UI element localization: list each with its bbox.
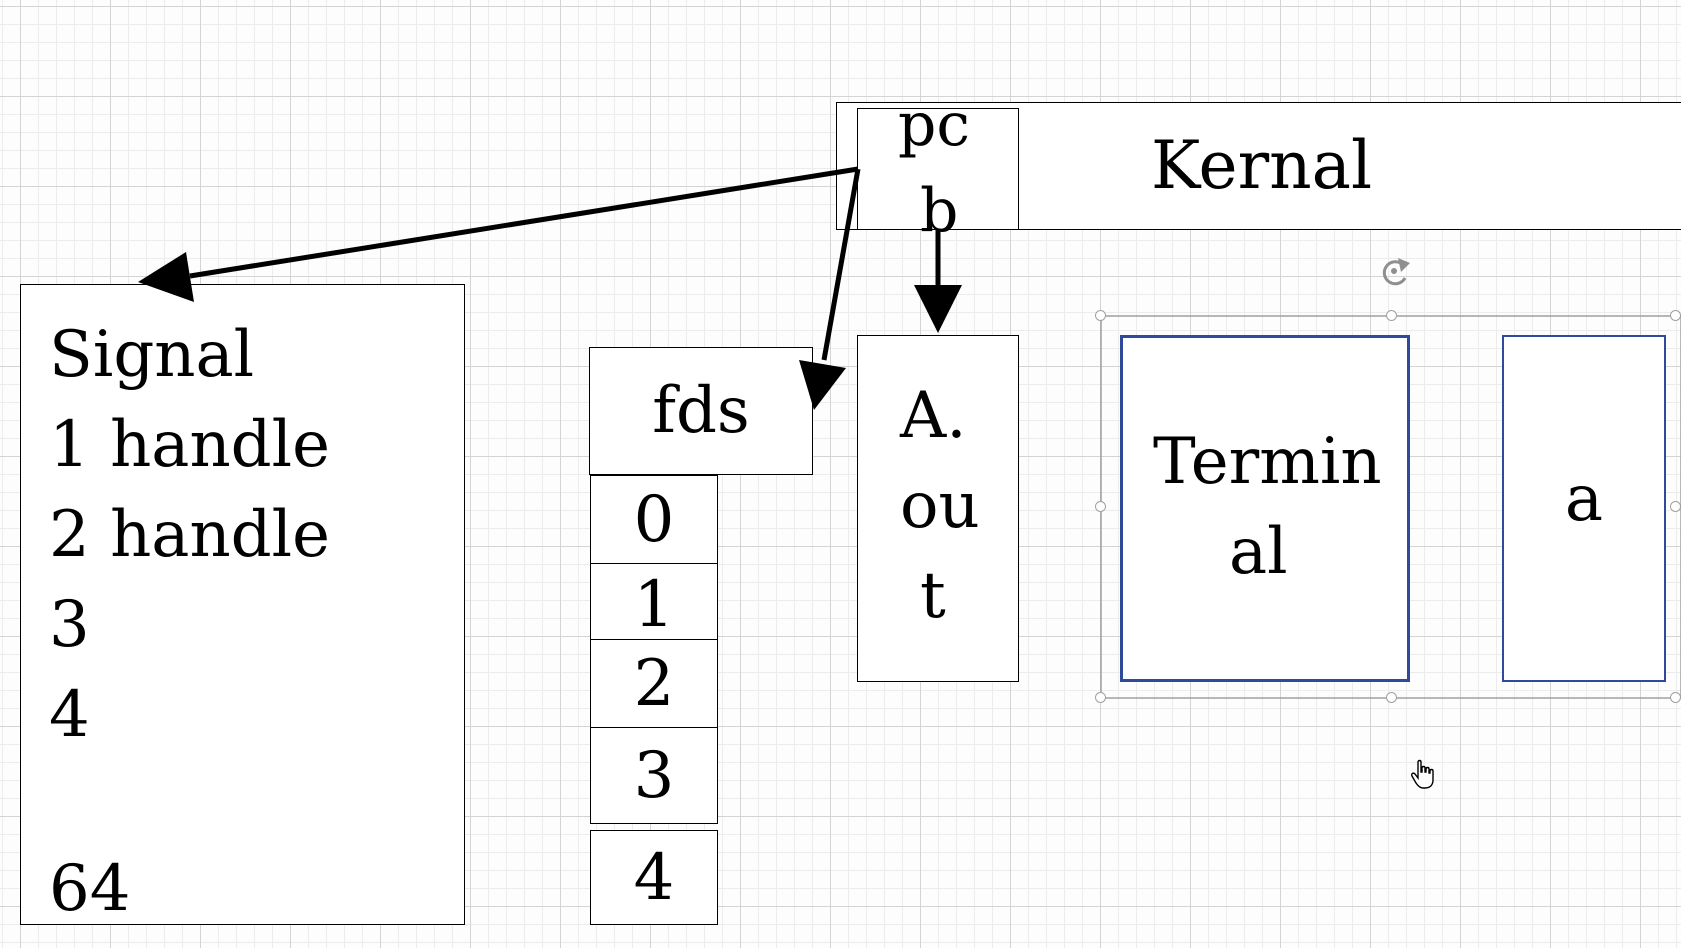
signal-row-3: 3 [49,588,90,662]
fd-slot-1[interactable]: 1 [590,563,718,640]
file-a-box[interactable]: a [1502,335,1666,682]
resize-handle-middle-left[interactable] [1095,501,1106,512]
fd-slot-label: 3 [633,738,675,813]
resize-handle-middle-right[interactable] [1670,501,1681,512]
signal-row-1: 1 handle [49,408,330,482]
pcb-label-line2: b [920,176,959,246]
resize-handle-bottom-middle[interactable] [1386,692,1397,703]
signal-box[interactable]: Signal 1 handle 2 handle 3 4 64 [20,284,465,925]
fd-slot-4[interactable]: 4 [590,830,718,925]
resize-handle-bottom-right[interactable] [1670,692,1681,703]
fd-slot-2[interactable]: 2 [590,639,718,728]
resize-handle-bottom-left[interactable] [1095,692,1106,703]
resize-handle-top-left[interactable] [1095,310,1106,321]
fd-slot-label: 2 [633,646,675,721]
aout-line-2: ou [900,469,980,543]
terminal-line-2: al [1229,515,1288,589]
fds-header-box[interactable]: fds [589,347,813,475]
fd-slot-label: 4 [633,840,675,915]
resize-handle-top-right[interactable] [1670,310,1681,321]
signal-row-2: 2 handle [49,498,330,572]
file-a-label: a [1564,461,1604,536]
terminal-box[interactable]: Termin al [1120,335,1410,682]
aout-line-1: A. [900,379,967,453]
fd-slot-0[interactable]: 0 [590,475,718,564]
fd-slot-3[interactable]: 3 [590,727,718,824]
resize-handle-top-middle[interactable] [1386,310,1397,321]
pcb-box[interactable]: pc b [857,95,1019,241]
fd-slot-label: 1 [633,567,675,642]
pcb-label-line1: pc [898,90,971,160]
terminal-line-1: Termin [1153,425,1382,499]
signal-title: Signal [49,318,255,392]
fds-label: fds [652,374,750,448]
aout-line-3: t [920,559,946,633]
aout-box[interactable]: A. ou t [857,335,1019,682]
kernel-label: Kernal [1151,127,1373,204]
fd-slot-label: 0 [633,482,675,557]
signal-row-64: 64 [49,852,131,926]
signal-row-4: 4 [49,678,90,752]
